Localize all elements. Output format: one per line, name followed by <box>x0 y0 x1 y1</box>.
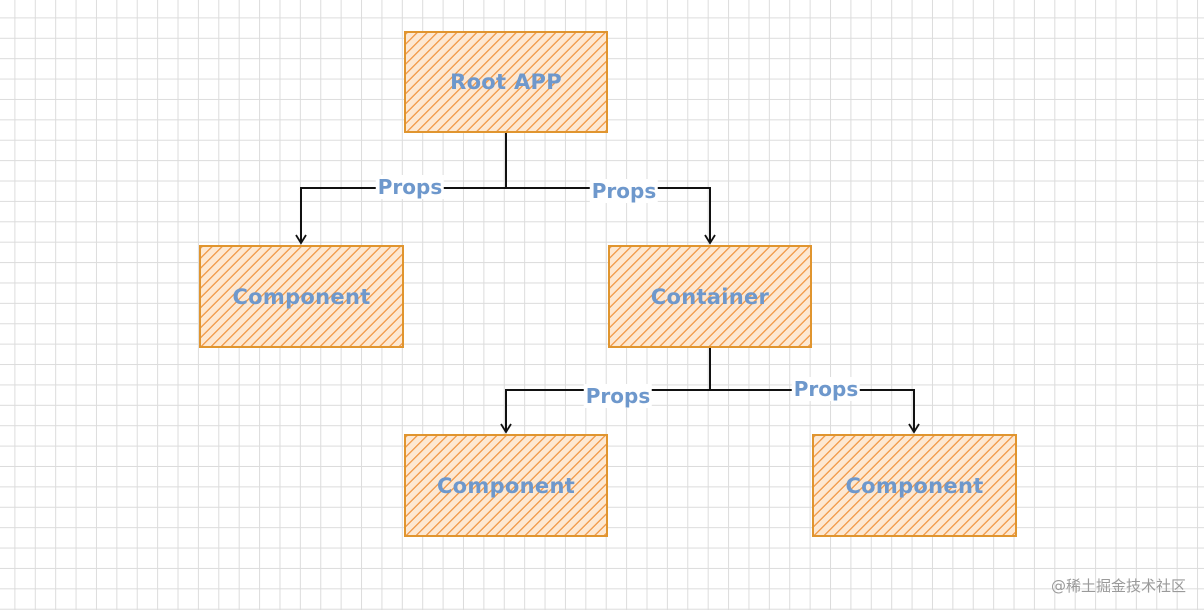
node-root-app: Root APP <box>404 31 608 133</box>
edge-root-to-container <box>506 187 716 245</box>
node-component-bottom-right: Component <box>812 434 1017 537</box>
edge-label-root-to-container: Props <box>589 179 659 203</box>
node-container: Container <box>608 245 812 348</box>
node-container-label: Container <box>650 284 770 309</box>
node-component-left-label: Component <box>232 284 371 309</box>
node-component-left: Component <box>199 245 404 348</box>
edge-label-container-to-right: Props <box>791 377 861 401</box>
node-component-bottom-right-label: Component <box>845 473 984 498</box>
watermark: @稀土掘金技术社区 <box>1050 577 1186 595</box>
edge-label-root-to-component: Props <box>375 175 445 199</box>
edge-container-to-bottom-right <box>710 389 920 434</box>
node-root-app-label: Root APP <box>450 70 562 94</box>
node-component-bottom-left: Component <box>404 434 608 537</box>
node-component-bottom-left-label: Component <box>436 473 576 498</box>
edge-label-container-to-left: Props <box>583 384 653 408</box>
